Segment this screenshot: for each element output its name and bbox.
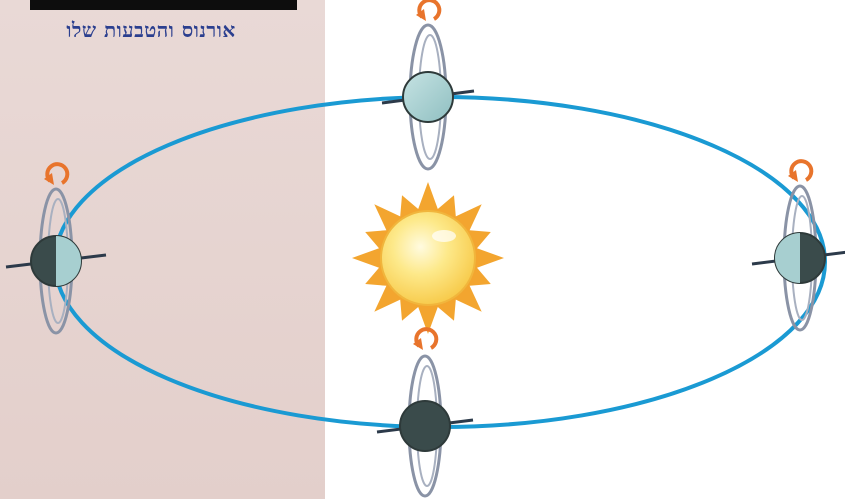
uranus-planet-right [752,161,845,330]
rotation-arrow-icon [44,164,67,185]
rotation-arrow-icon [413,329,436,350]
planet-lit-half [56,236,81,286]
sun-icon [352,182,504,334]
rotation-arrow-icon [788,161,811,182]
uranus-planet-bottom [377,329,473,496]
rotation-arrow-icon [416,0,439,21]
planet-body [400,401,450,451]
planet-lit-half [775,233,800,283]
uranus-planet-left [6,164,106,333]
planet-body [403,72,453,122]
uranus-planet-top [382,0,474,169]
